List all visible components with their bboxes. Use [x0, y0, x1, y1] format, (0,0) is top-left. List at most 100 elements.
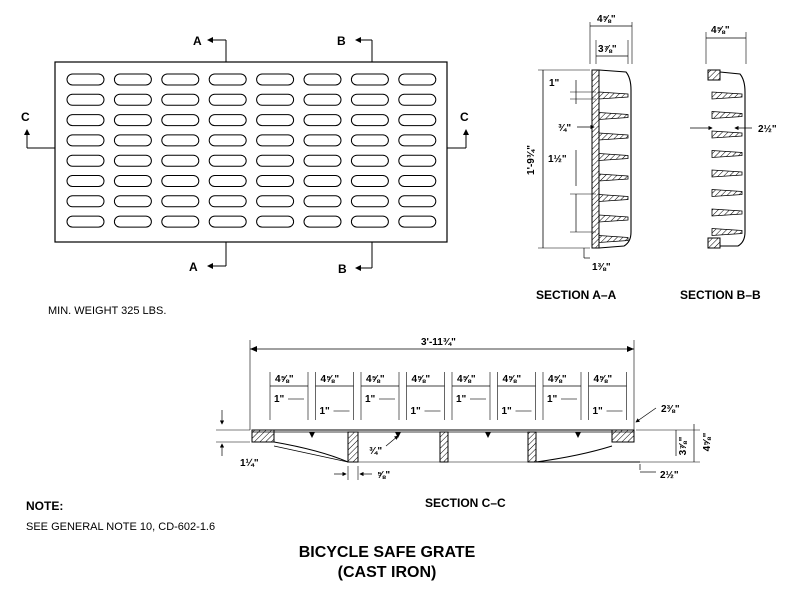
- grate-slot: [303, 175, 342, 187]
- section-aa-caption: SECTION A–A: [536, 288, 617, 302]
- grate-slot: [66, 114, 105, 127]
- grate-slot: [66, 154, 105, 167]
- grate-slot: [303, 134, 342, 147]
- cut-label-c-left: C: [21, 110, 30, 124]
- cc-rib-label: 1": [274, 394, 285, 405]
- aa-bars: [598, 91, 629, 243]
- bb-dim-side: 2½": [758, 124, 777, 135]
- cc-dim-overall: 3'-11¾": [421, 337, 456, 348]
- grate-slot: [208, 154, 247, 167]
- bb-bar: [711, 208, 743, 217]
- cc-rib-label: 1": [320, 406, 331, 417]
- grate-slot: [303, 154, 342, 167]
- grate-slot: [161, 73, 200, 86]
- grate-slot: [398, 195, 437, 208]
- grate-slot: [256, 114, 295, 127]
- grate-slot: [161, 175, 200, 187]
- cut-label-a-top: A: [193, 34, 202, 48]
- cc-rib-label: 1": [411, 406, 422, 417]
- grate-slot: [256, 215, 295, 228]
- cc-rib-label: 1": [547, 394, 558, 405]
- aa-bar: [598, 194, 629, 202]
- grate-slot: [256, 73, 295, 86]
- grate-slot: [113, 73, 152, 86]
- grate-slot: [350, 195, 389, 208]
- bb-bar: [711, 189, 743, 197]
- cut-label-b-bottom: B: [338, 262, 347, 276]
- note-heading: NOTE:: [26, 499, 63, 513]
- bb-bar: [711, 91, 743, 100]
- grate-slot: [256, 175, 295, 187]
- cc-pitch-label: 4⅝": [321, 374, 340, 385]
- grate-slot: [161, 93, 200, 106]
- cut-label-c-right: C: [460, 110, 469, 124]
- grate-slot: [113, 93, 152, 106]
- aa-bar: [598, 91, 629, 100]
- aa-dim-1in: 1": [549, 78, 560, 89]
- bb-bar: [711, 111, 743, 119]
- grate-slot: [66, 195, 105, 208]
- cut-label-b-top: B: [337, 34, 346, 48]
- grate-slot: [208, 134, 247, 147]
- grate-slot: [208, 114, 247, 127]
- aa-dim-1-1-2: 1½": [548, 154, 567, 165]
- cc-rib-label: 1": [456, 394, 467, 405]
- cc-dim-right-4-5-8: 4⅝": [702, 432, 713, 451]
- cc-tooth: [395, 432, 401, 438]
- grate-slot: [256, 154, 295, 167]
- grate-slot: [303, 215, 342, 228]
- grate-slot: [208, 175, 247, 187]
- cut-label-a-bottom: A: [189, 260, 198, 274]
- cc-pitch-label: 4⅝": [594, 374, 613, 385]
- aa-dim-3-4: ¾": [558, 123, 571, 134]
- bb-bar: [711, 228, 743, 236]
- section-bb: 4⅝" 2½" SECTION B–B: [680, 25, 777, 302]
- grate-slot: [350, 73, 389, 86]
- aa-dim-bottom: 1⅜": [592, 262, 611, 273]
- cc-tooth: [485, 432, 491, 438]
- cc-tooth: [309, 432, 315, 438]
- grate-slot: [208, 195, 247, 208]
- aa-bar: [598, 153, 629, 161]
- grate-slot: [398, 154, 437, 167]
- grate-slot: [66, 93, 105, 106]
- cc-teeth: [309, 432, 581, 438]
- grate-slot: [161, 195, 200, 208]
- grate-slot: [208, 215, 247, 228]
- grate-slot: [161, 215, 200, 228]
- grate-slot: [350, 114, 389, 127]
- grate-slot: [350, 215, 389, 228]
- grate-slot: [113, 114, 152, 127]
- aa-dim-height: 1'-9¾": [526, 145, 537, 175]
- grate-slot: [350, 175, 389, 187]
- bb-bar: [711, 130, 743, 139]
- cc-rib-label: 1": [502, 406, 513, 417]
- cc-tooth: [575, 432, 581, 438]
- section-bb-caption: SECTION B–B: [680, 288, 761, 302]
- grate-slot: [350, 154, 389, 167]
- grate-slot: [398, 134, 437, 147]
- cc-pitch-label: 4⅝": [275, 374, 294, 385]
- grate-slot: [256, 195, 295, 208]
- grate-slot: [256, 134, 295, 147]
- cc-rib-label: 1": [593, 406, 604, 417]
- cc-pitch-label: 4⅝": [503, 374, 522, 385]
- aa-bar: [598, 173, 629, 182]
- grate-slot: [303, 114, 342, 127]
- cc-pitch-label: 4⅝": [412, 374, 431, 385]
- cc-rib-label: 1": [365, 394, 376, 405]
- cc-pitch-label: 4⅝": [548, 374, 567, 385]
- grate-slot: [350, 93, 389, 106]
- grate-slot: [66, 175, 105, 187]
- grate-slot: [303, 93, 342, 106]
- section-cc: 3'-11¾" 4⅝" 1" 4⅝" 1" 4⅝" 1" 4⅝" 1" 4⅝" 1" 4⅝" 1" 4⅝…: [216, 337, 713, 510]
- grate-slot: [208, 93, 247, 106]
- aa-web: [591, 69, 600, 249]
- cc-dim-5-8: ⅝": [377, 470, 390, 481]
- grate-slot: [66, 134, 105, 147]
- bb-bars: [711, 91, 743, 236]
- grate-slot: [303, 195, 342, 208]
- section-cc-caption: SECTION C–C: [425, 496, 506, 510]
